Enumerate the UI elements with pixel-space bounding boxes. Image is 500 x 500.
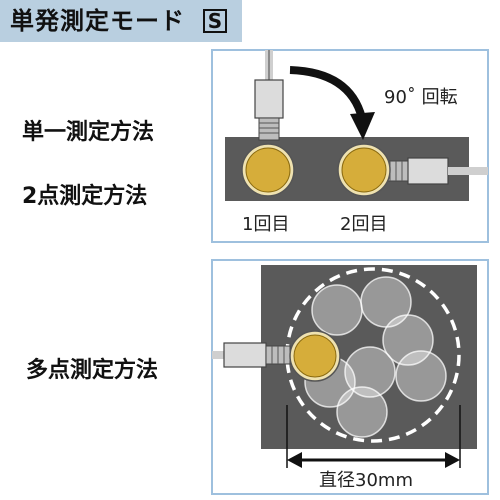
measurement-spots [304,276,447,438]
measurement-spot [382,314,434,366]
measurement-area-circle [285,267,461,443]
mode-header: 単発測定モード S [0,0,242,42]
measurement-spot [311,284,363,336]
second-measure-label: 2回目 [340,214,387,235]
vertical-probe [254,50,284,141]
measurement-spot [344,346,396,398]
sensor-second-position [337,143,391,197]
single-method-label: 単一測定方法 [22,120,155,145]
rotation-arrow [289,66,375,140]
rotation-label: 90˚ 回転 [384,87,458,108]
measurement-spot [395,350,447,402]
two-point-method-label: 2点測定方法 [22,184,148,209]
sensor-first-position [241,143,295,197]
measurement-spot [336,386,388,438]
multi-point-probe [212,342,291,368]
mode-title: 単発測定モード [10,7,185,35]
diameter-dimension [286,405,461,468]
multi-point-sensor [289,330,341,382]
first-measure-label: 1回目 [242,214,289,235]
multi-point-method-label: 多点測定方法 [26,358,159,383]
mode-badge: S [203,9,227,33]
diameter-label: 直径30mm [319,470,413,491]
